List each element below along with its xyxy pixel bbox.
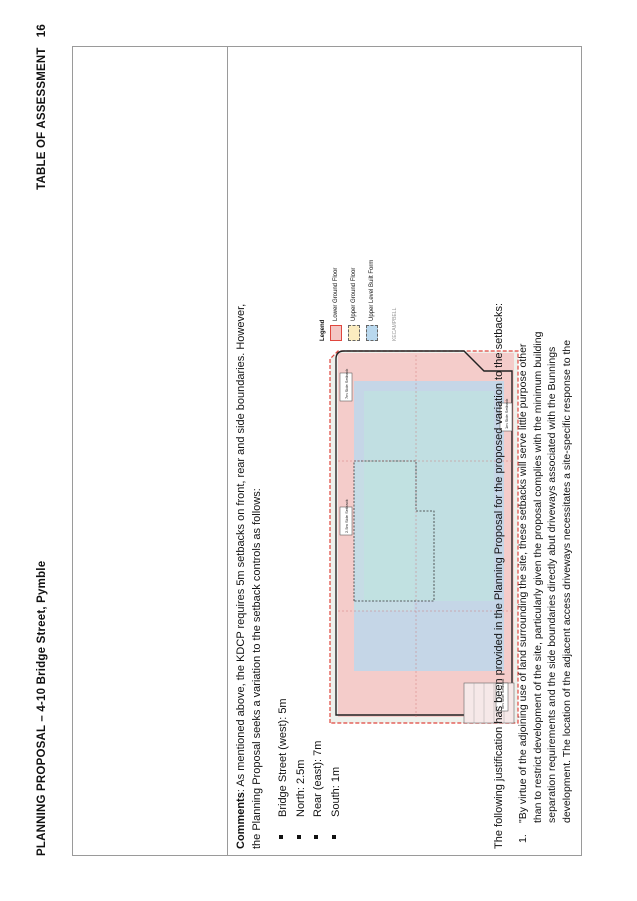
comments-line-2: the Planning Proposal seeks a variation … <box>251 488 263 849</box>
site-plan: 2.5m Side Setback 1m Side Setback 5m Sid… <box>329 350 519 724</box>
quote-line-2: than to restrict development of the site… <box>531 331 544 823</box>
legend-swatch-upper-ground <box>348 325 360 341</box>
quote-number: 1. <box>517 834 529 843</box>
column-divider <box>227 46 228 856</box>
comments-line-1: Comments: As mentioned above, the KDCP r… <box>234 304 249 849</box>
document-title: PLANNING PROPOSAL – 4-10 Bridge Street, … <box>36 560 48 856</box>
built-form-outline <box>335 350 513 716</box>
legend-swatch-upper-level <box>366 325 378 341</box>
plan-legend: Legend Lower Ground Floor Upper Ground F… <box>320 251 400 341</box>
label-2-5m-setback: 2.5m Side Setback <box>344 499 349 533</box>
bullet-icon <box>296 835 301 839</box>
list-item: Bridge Street (west): 5m <box>276 698 294 839</box>
legend-title: Legend <box>320 319 326 341</box>
section-header: TABLE OF ASSESSMENT 16 <box>36 24 48 190</box>
upper-level-teal <box>364 391 494 601</box>
content-area: Comments: As mentioned above, the KDCP r… <box>234 53 578 849</box>
section-title: TABLE OF ASSESSMENT <box>36 47 48 190</box>
label-5m-setback: 5m Side Setback <box>500 679 505 709</box>
legend-item: Upper Ground Floor <box>348 251 360 341</box>
comments-text-1: : As mentioned above, the KDCP requires … <box>235 303 247 793</box>
bullet-icon <box>279 835 284 839</box>
site-plan-figure: 2.5m Side Setback 1m Side Setback 5m Sid… <box>324 311 524 731</box>
label-7m-setback: 7m Side Setback <box>344 369 349 399</box>
quote-line-3: separation requirements and the side bou… <box>546 346 558 823</box>
legend-swatch-lower <box>330 325 342 341</box>
legend-item: Upper Level Built Form <box>366 251 378 341</box>
comments-label: Comments <box>235 792 247 849</box>
bullet-icon <box>331 835 336 839</box>
bullet-icon <box>314 835 319 839</box>
plan-logo: KECAMPBELL <box>392 307 398 341</box>
justification-intro: The following justification has been pro… <box>493 302 505 849</box>
quote-line-4: development. The location of the adjacen… <box>560 339 573 823</box>
quote-line-1: "By virtue of the adjoining use of land … <box>517 343 529 823</box>
page-number: 16 <box>36 24 48 38</box>
label-1m-setback: 1m Side Setback <box>504 399 509 429</box>
list-item: North: 2.5m <box>294 698 312 839</box>
legend-item: Lower Ground Floor <box>330 251 342 341</box>
